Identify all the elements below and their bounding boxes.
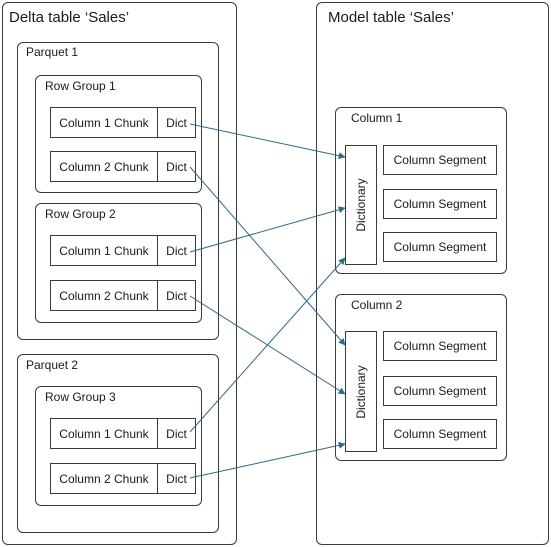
model-column-2-title: Column 2 (351, 298, 403, 312)
model-column-1-segment-3: Column Segment (383, 232, 497, 262)
rg1-column-1-chunk: Column 1 Chunk (50, 107, 158, 138)
model-column-1-title: Column 1 (351, 111, 403, 125)
row-group-3-title: Row Group 3 (45, 390, 116, 404)
model-column-1-segment-1: Column Segment (383, 145, 497, 175)
model-column-2-segment-2: Column Segment (383, 376, 497, 406)
rg2-column-2-chunk: Column 2 Chunk (50, 280, 158, 311)
rg1-column-1-dict: Dict (157, 107, 196, 138)
rg3-column-2-dict: Dict (157, 463, 196, 494)
model-column-1-dictionary: Dictionary (345, 145, 377, 265)
delta-table-title: Delta table ‘Sales’ (9, 9, 130, 26)
rg1-column-2-chunk: Column 2 Chunk (50, 151, 158, 182)
parquet-2-title: Parquet 2 (26, 358, 79, 372)
rg2-column-2-dict: Dict (157, 280, 196, 311)
parquet-1-title: Parquet 1 (26, 45, 79, 59)
model-column-2-dictionary: Dictionary (345, 331, 377, 452)
rg2-column-1-chunk: Column 1 Chunk (50, 235, 158, 266)
rg3-column-1-chunk: Column 1 Chunk (50, 418, 158, 449)
model-column-1-segment-2: Column Segment (383, 189, 497, 219)
model-column-2-dictionary-label: Dictionary (354, 364, 368, 419)
rg3-column-1-dict: Dict (157, 418, 196, 449)
model-column-2-segment-1: Column Segment (383, 331, 497, 361)
model-table-title: Model table ‘Sales’ (328, 9, 454, 26)
row-group-1-title: Row Group 1 (45, 79, 116, 93)
row-group-2-title: Row Group 2 (45, 207, 116, 221)
rg3-column-2-chunk: Column 2 Chunk (50, 463, 158, 494)
rg1-column-2-dict: Dict (157, 151, 196, 182)
model-column-1-dictionary-label: Dictionary (354, 178, 368, 232)
rg2-column-1-dict: Dict (157, 235, 196, 266)
model-column-2-segment-3: Column Segment (383, 419, 497, 449)
